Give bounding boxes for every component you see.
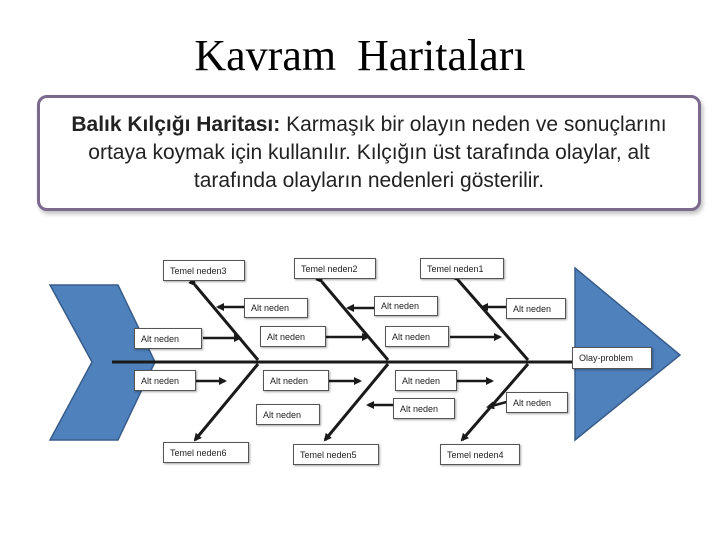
- sub-cause-label: Alt neden: [256, 404, 320, 425]
- sub-cause-label: Alt neden: [506, 392, 568, 413]
- sub-cause-label: Alt neden: [244, 298, 308, 318]
- sub-cause-label: Alt neden: [506, 298, 566, 319]
- sub-cause-label: Alt neden: [393, 398, 455, 419]
- primary-cause-3: Temel neden3: [163, 260, 245, 281]
- main-bone-upper-1: [451, 272, 530, 361]
- main-bone-lower-6: [193, 363, 260, 442]
- main-bone-upper-2: [315, 274, 390, 361]
- sub-cause-label: Alt neden: [385, 326, 449, 347]
- main-bone-lower-4: [460, 363, 530, 442]
- primary-cause-2: Temel neden2: [294, 258, 376, 279]
- primary-cause-1: Temel neden1: [420, 258, 504, 279]
- sub-cause-label: Alt neden: [134, 328, 202, 349]
- effect-label: Olay-problem: [572, 347, 652, 369]
- slide-title: Kavram Haritaları: [194, 31, 526, 80]
- primary-cause-6: Temel neden6: [163, 442, 249, 463]
- sub-cause-label: Alt neden: [134, 370, 196, 391]
- main-bone-upper-3: [188, 277, 260, 361]
- sub-cause-label: Alt neden: [260, 326, 326, 347]
- description-term: Balık Kılçığı Haritası:: [71, 113, 281, 136]
- sub-cause-label: Alt neden: [395, 370, 457, 391]
- description-body: Karmaşık bir olayın neden ve sonuçlarını…: [88, 113, 667, 192]
- description-text: Balık Kılçığı Haritası: Karmaşık bir ola…: [46, 111, 692, 195]
- sub-cause-label: Alt neden: [374, 296, 438, 316]
- primary-cause-4: Temel neden4: [440, 444, 520, 465]
- primary-cause-5: Temel neden5: [293, 444, 379, 465]
- sub-cause-label: Alt neden: [263, 370, 329, 391]
- fish-tail: [48, 284, 156, 441]
- description-box: Balık Kılçığı Haritası: Karmaşık bir ola…: [37, 95, 701, 211]
- main-bone-lower-5: [323, 363, 390, 442]
